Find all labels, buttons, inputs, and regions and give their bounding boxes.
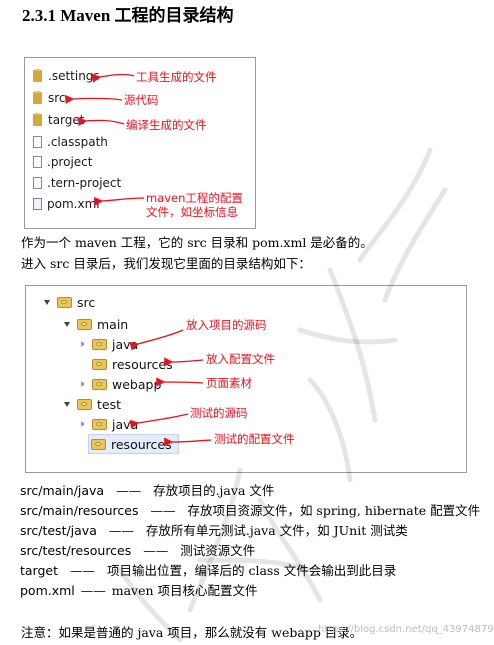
annotation-settings: 工具生成的文件 bbox=[136, 70, 217, 84]
desc-text: 存放项目的.java 文件 bbox=[153, 483, 275, 498]
annotation-test-resources: 测试的配置文件 bbox=[214, 432, 295, 446]
desc-text: 存放所有单元测试.java 文件，如 JUnit 测试类 bbox=[145, 523, 408, 538]
expanded-arrow-icon bbox=[44, 299, 50, 305]
desc-sep: —— bbox=[80, 583, 106, 598]
desc-path: src/test/resources bbox=[20, 543, 132, 558]
arrow-test-java bbox=[129, 413, 189, 429]
annotation-main-resources: 放入配置文件 bbox=[206, 352, 275, 366]
source-folder-icon bbox=[57, 296, 72, 308]
list-item: .classpath bbox=[33, 133, 108, 151]
desc-line: src/main/java —— 存放项目的.java 文件 bbox=[20, 481, 274, 501]
annotation-main-java: 放入项目的源码 bbox=[186, 318, 267, 332]
desc-text: 项目输出位置，编译后的 class 文件会输出到此目录 bbox=[106, 563, 397, 578]
desc-line: src/test/java —— 存放所有单元测试.java 文件，如 JUni… bbox=[20, 521, 408, 541]
project-root-listing: .settings src target .classpath .project… bbox=[24, 57, 256, 229]
desc-path: target bbox=[20, 563, 59, 578]
list-item: .project bbox=[33, 153, 92, 171]
desc-path: src/main/java bbox=[20, 483, 105, 498]
arrow-test-resources bbox=[164, 437, 212, 447]
arrow-webapp bbox=[156, 377, 204, 387]
source-folder-icon bbox=[92, 358, 107, 370]
arrow-settings bbox=[91, 73, 135, 83]
source-folder-icon bbox=[77, 318, 92, 330]
desc-sep: —— bbox=[116, 483, 142, 498]
expanded-arrow-icon bbox=[64, 321, 70, 327]
arrow-main-resources bbox=[164, 357, 204, 367]
note-line: 注意：如果是普通的 java 项目，那么就没有 webapp 目录。 bbox=[21, 625, 363, 640]
collapsed-arrow-icon bbox=[81, 421, 85, 427]
src-tree: src main java resources webapp test java… bbox=[25, 285, 467, 473]
desc-sep: —— bbox=[150, 503, 176, 518]
desc-path: src/main/resources bbox=[20, 503, 139, 518]
item-classpath: .classpath bbox=[47, 135, 108, 149]
list-item: target bbox=[33, 111, 85, 129]
item-src: src bbox=[48, 91, 66, 105]
desc-text: 测试资源文件 bbox=[180, 543, 256, 558]
source-folder-icon bbox=[91, 438, 106, 450]
source-folder-icon bbox=[92, 338, 107, 350]
source-folder-icon bbox=[92, 378, 107, 390]
source-folder-icon bbox=[92, 418, 107, 430]
tree-item-main-resources: resources bbox=[92, 355, 173, 373]
list-item: pom.xml bbox=[33, 195, 100, 213]
desc-text: 存放项目资源文件，如 spring, hibernate 配置文件 bbox=[187, 503, 481, 518]
desc-line: target —— 项目输出位置，编译后的 class 文件会输出到此目录 bbox=[20, 561, 396, 581]
xml-file-icon bbox=[33, 198, 42, 210]
item-settings: .settings bbox=[48, 69, 100, 83]
paragraph: 作为一个 maven 工程，它的 src 目录和 pom.xml 是必备的。 bbox=[21, 235, 373, 250]
expanded-arrow-icon bbox=[64, 401, 70, 407]
list-item: src bbox=[33, 89, 66, 107]
tree-item-webapp: webapp bbox=[81, 375, 161, 393]
list-item: .settings bbox=[33, 67, 100, 85]
annotation-src: 源代码 bbox=[124, 93, 159, 107]
desc-line: pom.xml —— maven 项目核心配置文件 bbox=[20, 581, 258, 601]
tree-item-main: main bbox=[64, 315, 128, 333]
source-folder-icon bbox=[77, 398, 92, 410]
section-heading: 2.3.1 Maven 工程的目录结构 bbox=[22, 6, 234, 25]
folder-icon bbox=[33, 91, 42, 104]
annotation-pom-2: 文件，如坐标信息 bbox=[146, 205, 238, 219]
item-pom-xml: pom.xml bbox=[47, 197, 100, 211]
paragraph: 进入 src 目录后，我们发现它里面的目录结构如下： bbox=[21, 256, 311, 271]
file-icon bbox=[33, 136, 42, 148]
folder-icon bbox=[33, 69, 42, 82]
desc-sep: —— bbox=[70, 563, 95, 578]
item-target: target bbox=[48, 113, 85, 127]
desc-sep: —— bbox=[143, 543, 169, 558]
annotation-arrows bbox=[64, 73, 212, 447]
annotation-webapp: 页面素材 bbox=[206, 376, 252, 390]
collapsed-arrow-icon bbox=[81, 341, 85, 347]
arrow-target bbox=[77, 117, 125, 127]
desc-line: src/main/resources —— 存放项目资源文件，如 spring,… bbox=[20, 501, 480, 521]
desc-line: src/test/resources —— 测试资源文件 bbox=[20, 541, 255, 561]
tree-item-src: src bbox=[44, 293, 95, 311]
folder-icon bbox=[33, 113, 42, 126]
item-tern-project: .tern-project bbox=[47, 176, 122, 190]
desc-text: maven 项目核心配置文件 bbox=[111, 583, 258, 598]
desc-path: src/test/java bbox=[20, 523, 97, 538]
tree-item-test: test bbox=[64, 395, 121, 413]
arrow-pom bbox=[93, 196, 145, 207]
desc-sep: —— bbox=[108, 523, 134, 538]
arrow-main-java bbox=[129, 329, 184, 351]
file-icon bbox=[33, 177, 42, 189]
desc-path: pom.xml bbox=[20, 583, 75, 598]
collapsed-arrow-icon bbox=[81, 381, 85, 387]
item-project: .project bbox=[47, 155, 93, 169]
arrow-src bbox=[64, 94, 123, 104]
annotation-test-java: 测试的源码 bbox=[190, 406, 248, 420]
annotation-pom-1: maven工程的配置 bbox=[146, 191, 243, 205]
tree-item-test-resources: resources bbox=[88, 434, 179, 454]
list-item: .tern-project bbox=[33, 174, 121, 192]
file-icon bbox=[33, 156, 42, 168]
annotation-target: 编译生成的文件 bbox=[126, 118, 207, 132]
